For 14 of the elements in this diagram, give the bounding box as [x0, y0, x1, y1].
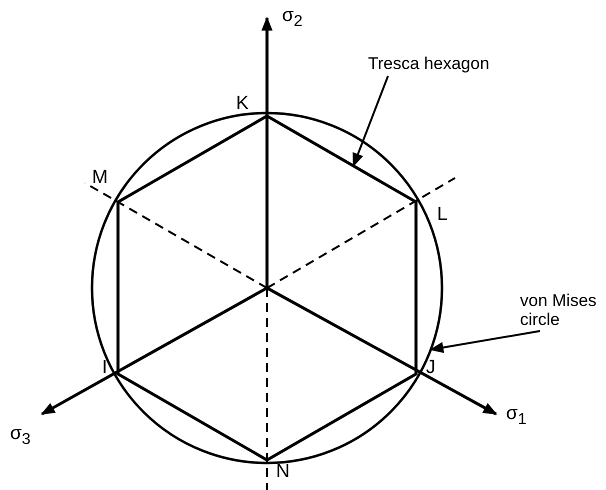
vertex-label: N: [276, 462, 290, 481]
vertex-label: K: [236, 94, 249, 113]
vertex-label: L: [437, 205, 448, 224]
axis-label: σ$_{3}$: [10, 424, 31, 448]
leader-line: [429, 330, 540, 354]
axis-label: σ$_{2}$: [282, 6, 303, 30]
callout-text: von Mises circle: [520, 292, 600, 330]
axis-label: σ$_{1}$: [506, 404, 527, 428]
vertex-label: J: [426, 358, 436, 377]
callout-text: Tresca hexagon: [368, 55, 498, 74]
vertex-label: I: [102, 358, 108, 377]
vertex-label: M: [92, 168, 108, 187]
leader-line: [352, 76, 389, 168]
hexagon-outline: [116, 114, 418, 462]
